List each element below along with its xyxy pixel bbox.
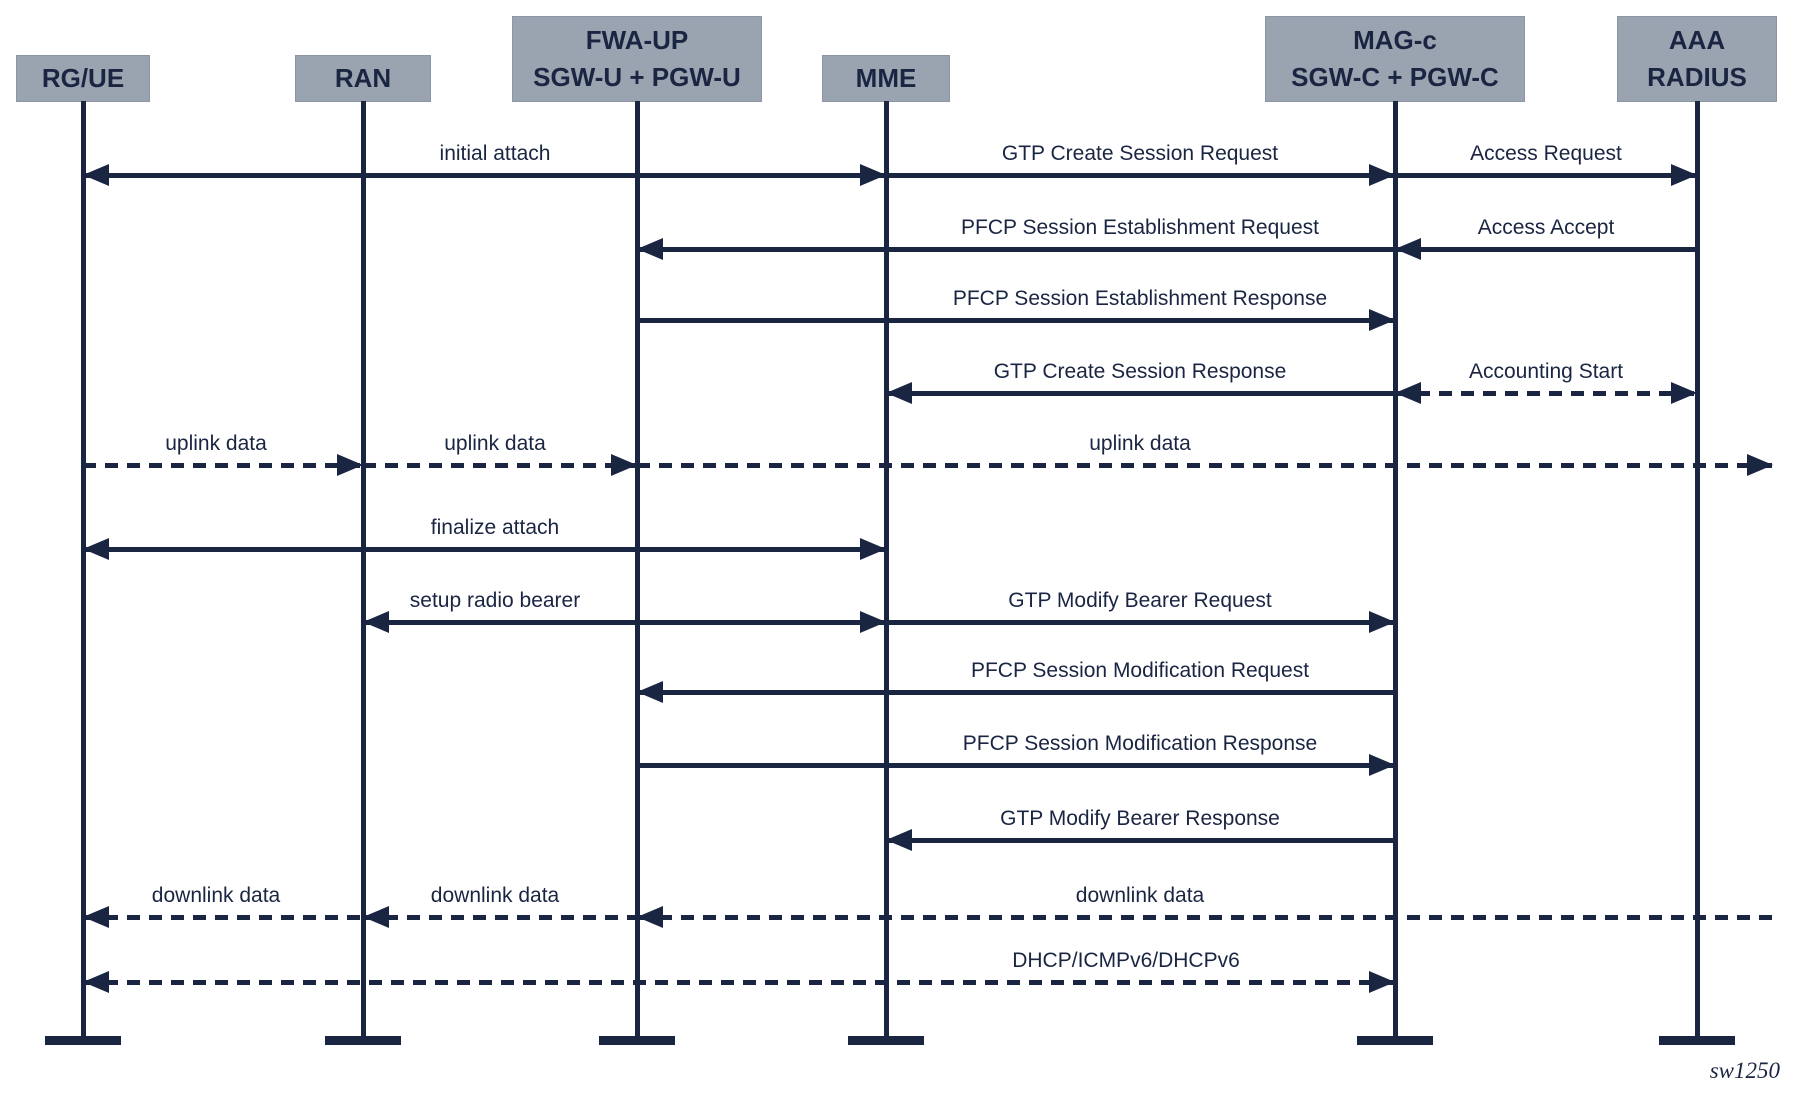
message-line (363, 463, 637, 468)
actor-label-ran: RAN (334, 63, 392, 93)
message-line (637, 690, 1395, 695)
message-line (83, 173, 886, 178)
message-line (83, 915, 363, 920)
lifeline-mag-c (1393, 101, 1398, 1040)
message-label: Access Accept (1477, 216, 1615, 239)
message-line (637, 463, 1773, 468)
actor-box-mme: MME (822, 55, 950, 102)
message-line (83, 547, 886, 552)
arrowhead-right (1747, 454, 1773, 476)
arrowhead-right (860, 611, 886, 633)
lifeline-end-bar-fwa-up (599, 1036, 675, 1045)
lifeline-end-bar-aaa (1659, 1036, 1735, 1045)
lifeline-ran (361, 101, 366, 1040)
message-line (1395, 247, 1697, 252)
arrowhead-left (886, 382, 912, 404)
message-label: uplink data (165, 432, 267, 455)
message-line (363, 915, 637, 920)
message-label: PFCP Session Establishment Request (961, 216, 1319, 239)
message-line (886, 838, 1395, 843)
message-label: Accounting Start (1468, 360, 1624, 383)
message-label: initial attach (439, 142, 551, 165)
actor-box-rg-ue: RG/UE (16, 55, 150, 102)
message-line (637, 915, 1778, 920)
arrowhead-left (637, 906, 663, 928)
actor-label-mag-c-line2: SGW-C + PGW-C (1291, 62, 1499, 92)
message-label: uplink data (444, 432, 546, 455)
arrowhead-left (637, 681, 663, 703)
message-label: Access Request (1470, 142, 1622, 165)
message-line (637, 318, 1395, 323)
arrowhead-left (83, 971, 109, 993)
message-label: uplink data (1089, 432, 1191, 455)
arrowhead-left (363, 906, 389, 928)
arrowhead-left (1395, 238, 1421, 260)
message-line (1395, 391, 1697, 396)
message-line (886, 391, 1395, 396)
lifeline-end-bar-ran (325, 1036, 401, 1045)
lifeline-end-bar-rg-ue (45, 1036, 121, 1045)
message-line (886, 173, 1395, 178)
arrowhead-right (1369, 754, 1395, 776)
actor-label-mag-c-line1: MAG-c (1353, 25, 1437, 55)
arrowhead-left (1395, 382, 1421, 404)
actor-box-aaa: AAA RADIUS (1617, 16, 1777, 102)
diagram-id-watermark: sw1250 (1709, 1058, 1780, 1083)
actor-box-fwa-up: FWA-UP SGW-U + PGW-U (512, 16, 762, 102)
arrowhead-right (1369, 164, 1395, 186)
arrowhead-right (611, 454, 637, 476)
actor-label-fwa-up-line1: FWA-UP (585, 25, 689, 55)
arrowhead-right (1369, 611, 1395, 633)
actor-label-aaa-line2: RADIUS (1647, 62, 1747, 92)
message-line (637, 763, 1395, 768)
arrowhead-left (637, 238, 663, 260)
arrowhead-left (83, 164, 109, 186)
lifeline-fwa-up (635, 101, 640, 1040)
message-label: finalize attach (430, 516, 560, 539)
lifeline-rg-ue (81, 101, 86, 1040)
arrowhead-right (337, 454, 363, 476)
message-label: PFCP Session Modification Response (962, 732, 1318, 755)
actor-label-fwa-up-line2: SGW-U + PGW-U (533, 62, 741, 92)
arrowhead-right (1369, 309, 1395, 331)
message-label: downlink data (151, 884, 281, 907)
message-label: PFCP Session Modification Request (970, 659, 1310, 682)
message-label: PFCP Session Establishment Response (952, 287, 1328, 310)
arrowhead-right (860, 164, 886, 186)
arrowhead-left (83, 538, 109, 560)
lifeline-aaa (1695, 101, 1700, 1040)
actor-label-aaa-line1: AAA (1668, 25, 1726, 55)
message-label: downlink data (1075, 884, 1205, 907)
arrowhead-right (1671, 382, 1697, 404)
arrowhead-left (886, 829, 912, 851)
message-line (363, 620, 886, 625)
lifeline-end-bar-mme (848, 1036, 924, 1045)
message-label: GTP Modify Bearer Response (1000, 807, 1280, 830)
message-line (83, 980, 1395, 985)
arrowhead-left (363, 611, 389, 633)
message-label: GTP Modify Bearer Request (1008, 589, 1272, 612)
message-label: GTP Create Session Response (993, 360, 1287, 383)
message-line (637, 247, 1395, 252)
actor-label-mme: MME (855, 63, 917, 93)
arrowhead-right (1369, 971, 1395, 993)
message-line (886, 620, 1395, 625)
arrowhead-left (83, 906, 109, 928)
message-line (83, 463, 363, 468)
arrowhead-right (860, 538, 886, 560)
arrowhead-right (1671, 164, 1697, 186)
message-label: downlink data (430, 884, 560, 907)
actor-label-rg-ue: RG/UE (41, 63, 125, 93)
message-label: DHCP/ICMPv6/DHCPv6 (1012, 949, 1240, 972)
lifeline-mme (884, 101, 889, 1040)
message-label: setup radio bearer (409, 589, 581, 612)
message-label: GTP Create Session Request (1001, 142, 1279, 165)
lifeline-end-bar-mag-c (1357, 1036, 1433, 1045)
message-line (1395, 173, 1697, 178)
actor-box-ran: RAN (295, 55, 431, 102)
